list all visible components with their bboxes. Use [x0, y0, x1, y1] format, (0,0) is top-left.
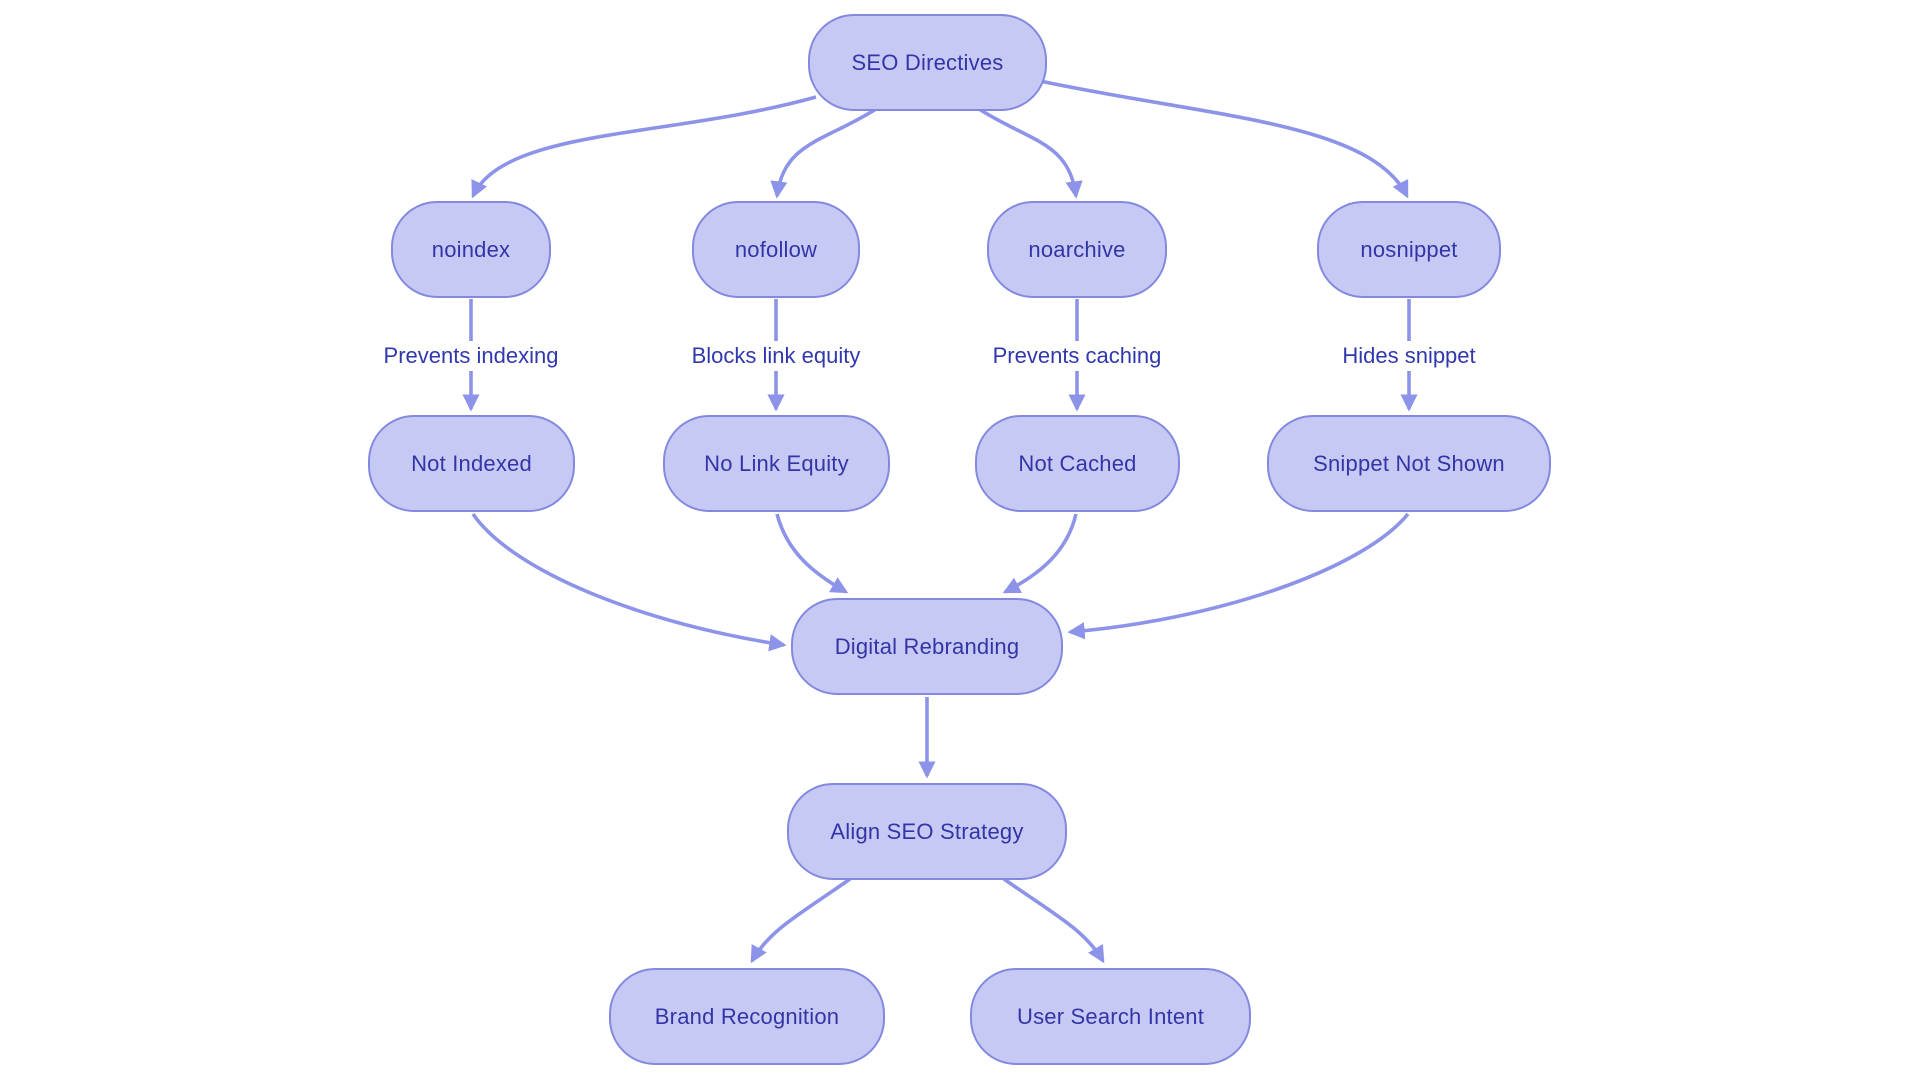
node-nofollow: nofollow: [692, 201, 860, 298]
edge-seo-directives-noindex: [471, 95, 817, 199]
edge-seo-directives-nofollow: [770, 107, 877, 199]
node-label: Snippet Not Shown: [1313, 450, 1505, 476]
edge-label-prevents-caching: Prevents caching: [985, 341, 1169, 371]
node-label: Align SEO Strategy: [830, 818, 1024, 844]
node-label: Digital Rebranding: [834, 633, 1020, 659]
node-noindex: noindex: [391, 201, 551, 298]
node-label: Not Indexed: [411, 450, 532, 476]
node-noarchive: noarchive: [987, 201, 1167, 298]
node-label: SEO Directives: [851, 49, 1004, 75]
node-label: nosnippet: [1360, 236, 1458, 262]
node-snippet-not-shown: Snippet Not Shown: [1267, 415, 1551, 512]
node-label: noindex: [431, 236, 511, 262]
node-label: noarchive: [1028, 236, 1126, 262]
node-digital-rebranding: Digital Rebranding: [791, 598, 1063, 695]
edge-seo-directives-noarchive: [978, 107, 1083, 199]
node-label: Brand Recognition: [654, 1003, 840, 1029]
node-label: Not Cached: [1018, 450, 1137, 476]
node-label: nofollow: [734, 236, 818, 262]
edge-align-seo-strategy-user-search-intent: [1002, 877, 1105, 964]
edge-label-hides-snippet: Hides snippet: [1335, 341, 1483, 371]
edge-label-blocks-link-equity: Blocks link equity: [684, 341, 868, 371]
edge-align-seo-strategy-brand-recognition: [750, 877, 852, 964]
node-not-cached: Not Cached: [975, 415, 1180, 512]
node-label: No Link Equity: [704, 450, 849, 476]
node-not-indexed: Not Indexed: [368, 415, 575, 512]
node-nosnippet: nosnippet: [1317, 201, 1501, 298]
edge-snippet-not-shown-digital-rebranding: [1067, 512, 1410, 640]
node-align-seo-strategy: Align SEO Strategy: [787, 783, 1067, 880]
edge-not-indexed-digital-rebranding: [471, 512, 787, 652]
node-no-link-equity: No Link Equity: [663, 415, 890, 512]
node-seo-directives: SEO Directives: [808, 14, 1047, 111]
node-user-search-intent: User Search Intent: [970, 968, 1251, 1065]
edge-label-prevents-indexing: Prevents indexing: [376, 341, 566, 371]
node-brand-recognition: Brand Recognition: [609, 968, 885, 1065]
node-label: User Search Intent: [1016, 1003, 1205, 1029]
edge-no-link-equity-digital-rebranding: [775, 513, 849, 594]
edge-seo-directives-nosnippet: [1039, 79, 1409, 199]
edge-not-cached-digital-rebranding: [1002, 513, 1078, 594]
